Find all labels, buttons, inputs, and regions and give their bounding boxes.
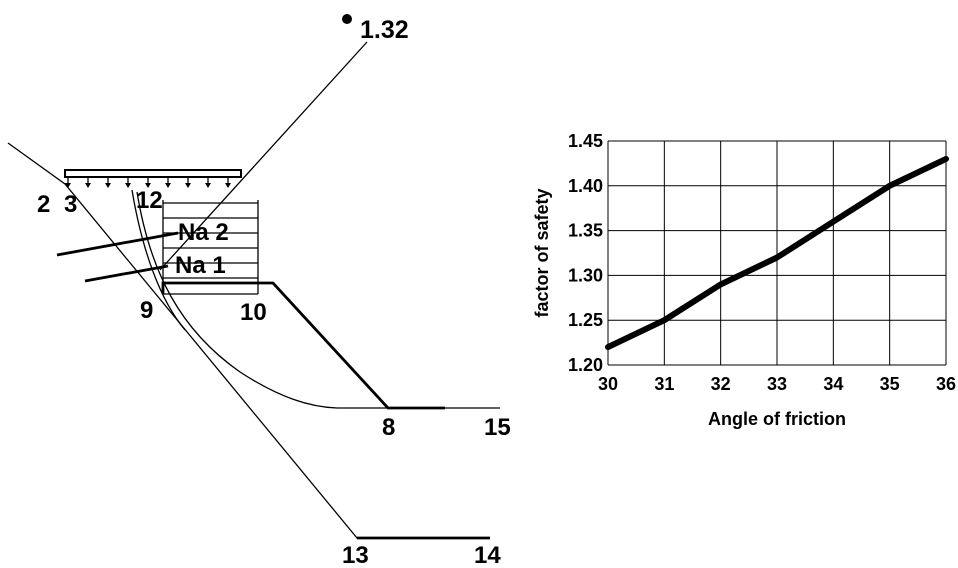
y-tick-label: 1.30 [568,265,603,285]
x-tick-label: 34 [823,374,843,394]
node-label-3: 3 [64,191,77,218]
node-label-10: 10 [240,299,267,326]
wall-block [162,200,259,295]
x-tick-label: 32 [711,374,731,394]
anchor-label-na1: Na 1 [175,252,226,279]
node-label-12: 12 [136,187,163,214]
x-tick-label: 31 [654,374,674,394]
x-tick-label: 33 [767,374,787,394]
anchor-label-na2: Na 2 [178,219,229,246]
y-tick-label: 1.20 [568,355,603,375]
y-axis-label: factor of safety [532,188,552,317]
node-label-13: 13 [342,542,369,568]
excavation-profile [161,281,445,410]
y-tick-label: 1.45 [568,131,603,151]
chart-grid [607,140,947,366]
y-tick-label: 1.40 [568,176,603,196]
surcharge-load [64,169,242,188]
slope-diagram: 1.32 2 3 12 Na 2 Na 1 9 10 8 15 13 14 [7,14,511,568]
node-label-15: 15 [484,414,511,441]
chart-ticks: 30 31 32 33 34 35 36 1.20 1.25 1.30 1.35 1.40 1.45 [568,131,956,394]
safety-factor-chart: 30 31 32 33 34 35 36 1.20 1.25 1.30 1.35 1.40 1.45 A… [532,131,956,429]
slip-surface-inner [131,189,186,331]
x-tick-label: 35 [880,374,900,394]
y-tick-label: 1.35 [568,221,603,241]
node-label-9: 9 [140,297,153,324]
node-label-2: 2 [37,191,50,218]
x-tick-label: 30 [598,374,618,394]
x-axis-label: Angle of friction [708,409,846,429]
slip-circle-center [342,14,352,24]
anchor-na1-line [84,264,169,283]
node-label-8: 8 [382,414,395,441]
safety-factor-label: 1.32 [360,16,409,44]
anchor-na2-line [56,231,179,257]
radius-line [159,41,368,271]
y-tick-label: 1.25 [568,310,603,330]
node-label-14: 14 [474,542,501,568]
series-line [605,155,949,351]
x-tick-label: 36 [936,374,956,394]
ground-profile [7,142,490,539]
slip-surface [136,191,388,409]
